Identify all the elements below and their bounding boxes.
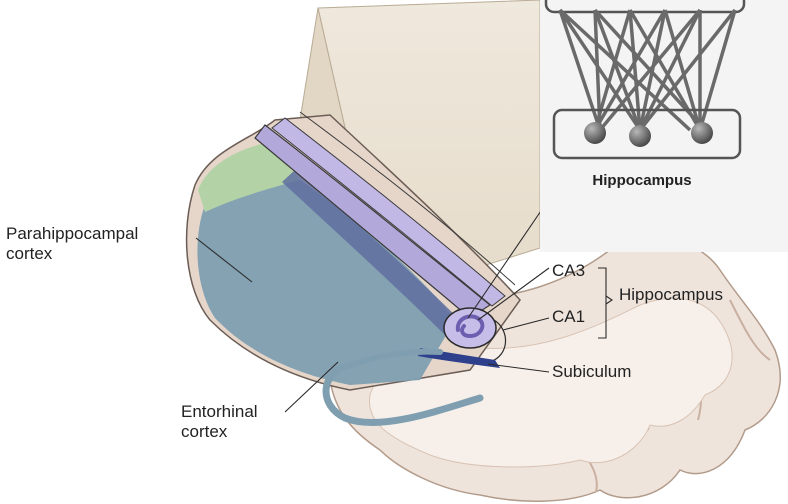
network-schematic [540,0,788,252]
label-hippocampus: Hippocampus [619,285,723,305]
network-node [629,125,651,147]
label-entorhinal-line1: Entorhinal [181,402,258,422]
inset-title: Hippocampus [540,172,744,189]
network-node [584,122,606,144]
label-parahippocampal-line2: cortex [6,244,52,264]
label-subiculum: Subiculum [552,362,631,382]
label-ca1: CA1 [552,307,585,327]
label-entorhinal-line2: cortex [181,422,227,442]
network-node [691,122,713,144]
label-ca3: CA3 [552,261,585,281]
hippocampus-network-inset: Hippocampus [540,0,788,252]
label-parahippocampal-line1: Parahippocampal [6,224,138,244]
